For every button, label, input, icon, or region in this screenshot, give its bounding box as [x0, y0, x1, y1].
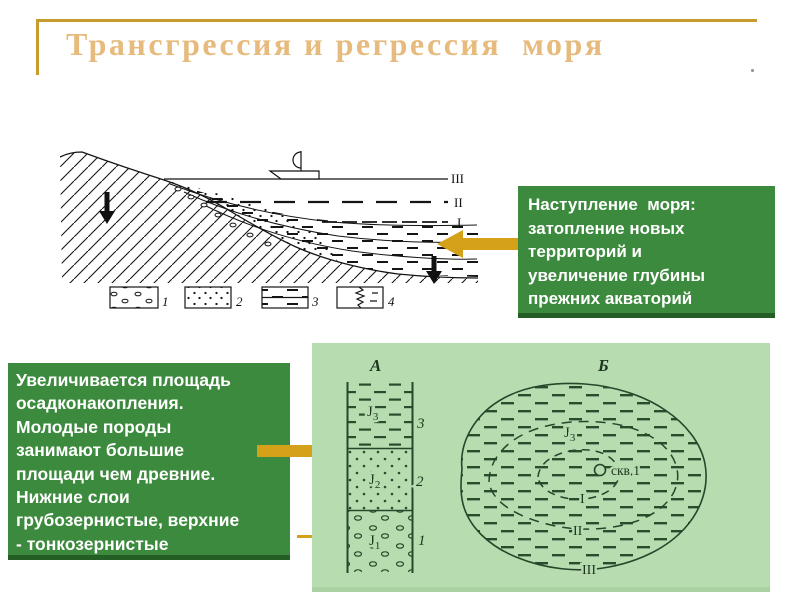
textbox-line: грубозернистые, верхние [16, 510, 240, 531]
legend-swatch-sand [184, 286, 232, 309]
svg-text:J2: J2 [369, 472, 380, 491]
map-contour-label-3: III [582, 563, 596, 578]
strata-panel: А J3 3 J2 2 J1 1 Б J3 скв.1 [312, 343, 770, 592]
column-num-2: 2 [416, 474, 424, 490]
label-j1: J [369, 533, 375, 549]
map-middle-contour [488, 420, 679, 530]
title-frame-left-line [36, 19, 39, 75]
map-contour-label-1: I [580, 492, 585, 507]
legend-swatch-conglomerate [109, 286, 159, 309]
map-contour-label-2: II [573, 524, 583, 539]
column-title: А [369, 356, 381, 375]
legend-label-2: 2 [236, 294, 243, 309]
sea-advance-textbox: Наступление моря: затопление новых терри… [518, 186, 775, 318]
boat-icon [268, 151, 320, 180]
textbox-line: Молодые породы [16, 416, 172, 437]
sediment-clay-fill [164, 180, 478, 277]
map-label-j3: J [564, 425, 570, 441]
svg-text:J1: J1 [369, 533, 380, 552]
textbox-line: осадконакопления. [16, 393, 184, 414]
sea-level-label-1: I [457, 215, 461, 230]
legend-label-3: 3 [311, 294, 319, 309]
basin-map [460, 382, 707, 571]
strat-column [346, 382, 414, 573]
sedimentation-textbox: Увеличивается площадь осадконакопления. … [8, 363, 290, 560]
textbox-line: занимают большие [16, 440, 184, 461]
decorative-dot [751, 69, 754, 72]
transgression-cross-section-diagram: III II I 1 2 3 [60, 151, 479, 309]
legend-swatch-marl [336, 286, 384, 309]
land-hatched-slope [60, 152, 478, 283]
strata-diagram: А J3 3 J2 2 J1 1 Б J3 скв.1 [346, 354, 707, 581]
down-arrow-right-icon [426, 256, 442, 284]
textbox-line: площади чем древние. [16, 463, 216, 484]
map-inner-contour [537, 449, 620, 500]
column-num-3: 3 [416, 416, 425, 432]
pebbles-along-slope [174, 186, 272, 247]
title-frame-top-line [36, 19, 757, 22]
well-label: скв.1 [611, 463, 640, 478]
gold-dash-decoration [297, 535, 313, 538]
textbox-line: Увеличивается площадь [16, 370, 231, 390]
textbox-line: - тонкозернистые [16, 533, 169, 554]
textbox-line: прежних акваторий [528, 289, 693, 308]
svg-text:J3: J3 [564, 425, 576, 444]
textbox-line: увеличение глубины [528, 265, 706, 285]
label-j3: J [367, 404, 373, 420]
sea-level-label-3: III [451, 171, 464, 186]
well-marker-icon [593, 463, 607, 477]
sea-level-label-2: II [454, 195, 463, 210]
column-layer-sand [348, 449, 412, 510]
column-num-1: 1 [418, 533, 426, 549]
arrow-right-icon [257, 437, 341, 465]
svg-text:J3: J3 [367, 404, 379, 423]
down-arrow-left-icon [99, 192, 115, 224]
column-layer-clay [348, 383, 412, 448]
slide-title: Трансгрессия и регрессия моря [66, 26, 605, 62]
map-outer-contour [460, 382, 707, 571]
column-layer-pebbles [348, 511, 412, 572]
sediment-sand-fill [164, 180, 338, 262]
label-j2: J [369, 472, 375, 488]
map-title: Б [597, 356, 609, 375]
arrow-left-icon [437, 230, 518, 258]
textbox-line: затопление новых [528, 218, 685, 238]
legend [109, 286, 384, 309]
textbox-line: Наступление моря: [528, 195, 696, 214]
textbox-line: Нижние слои [16, 487, 130, 508]
legend-label-4: 4 [388, 294, 395, 309]
textbox-line: территорий и [528, 242, 642, 261]
legend-label-1: 1 [162, 294, 169, 309]
